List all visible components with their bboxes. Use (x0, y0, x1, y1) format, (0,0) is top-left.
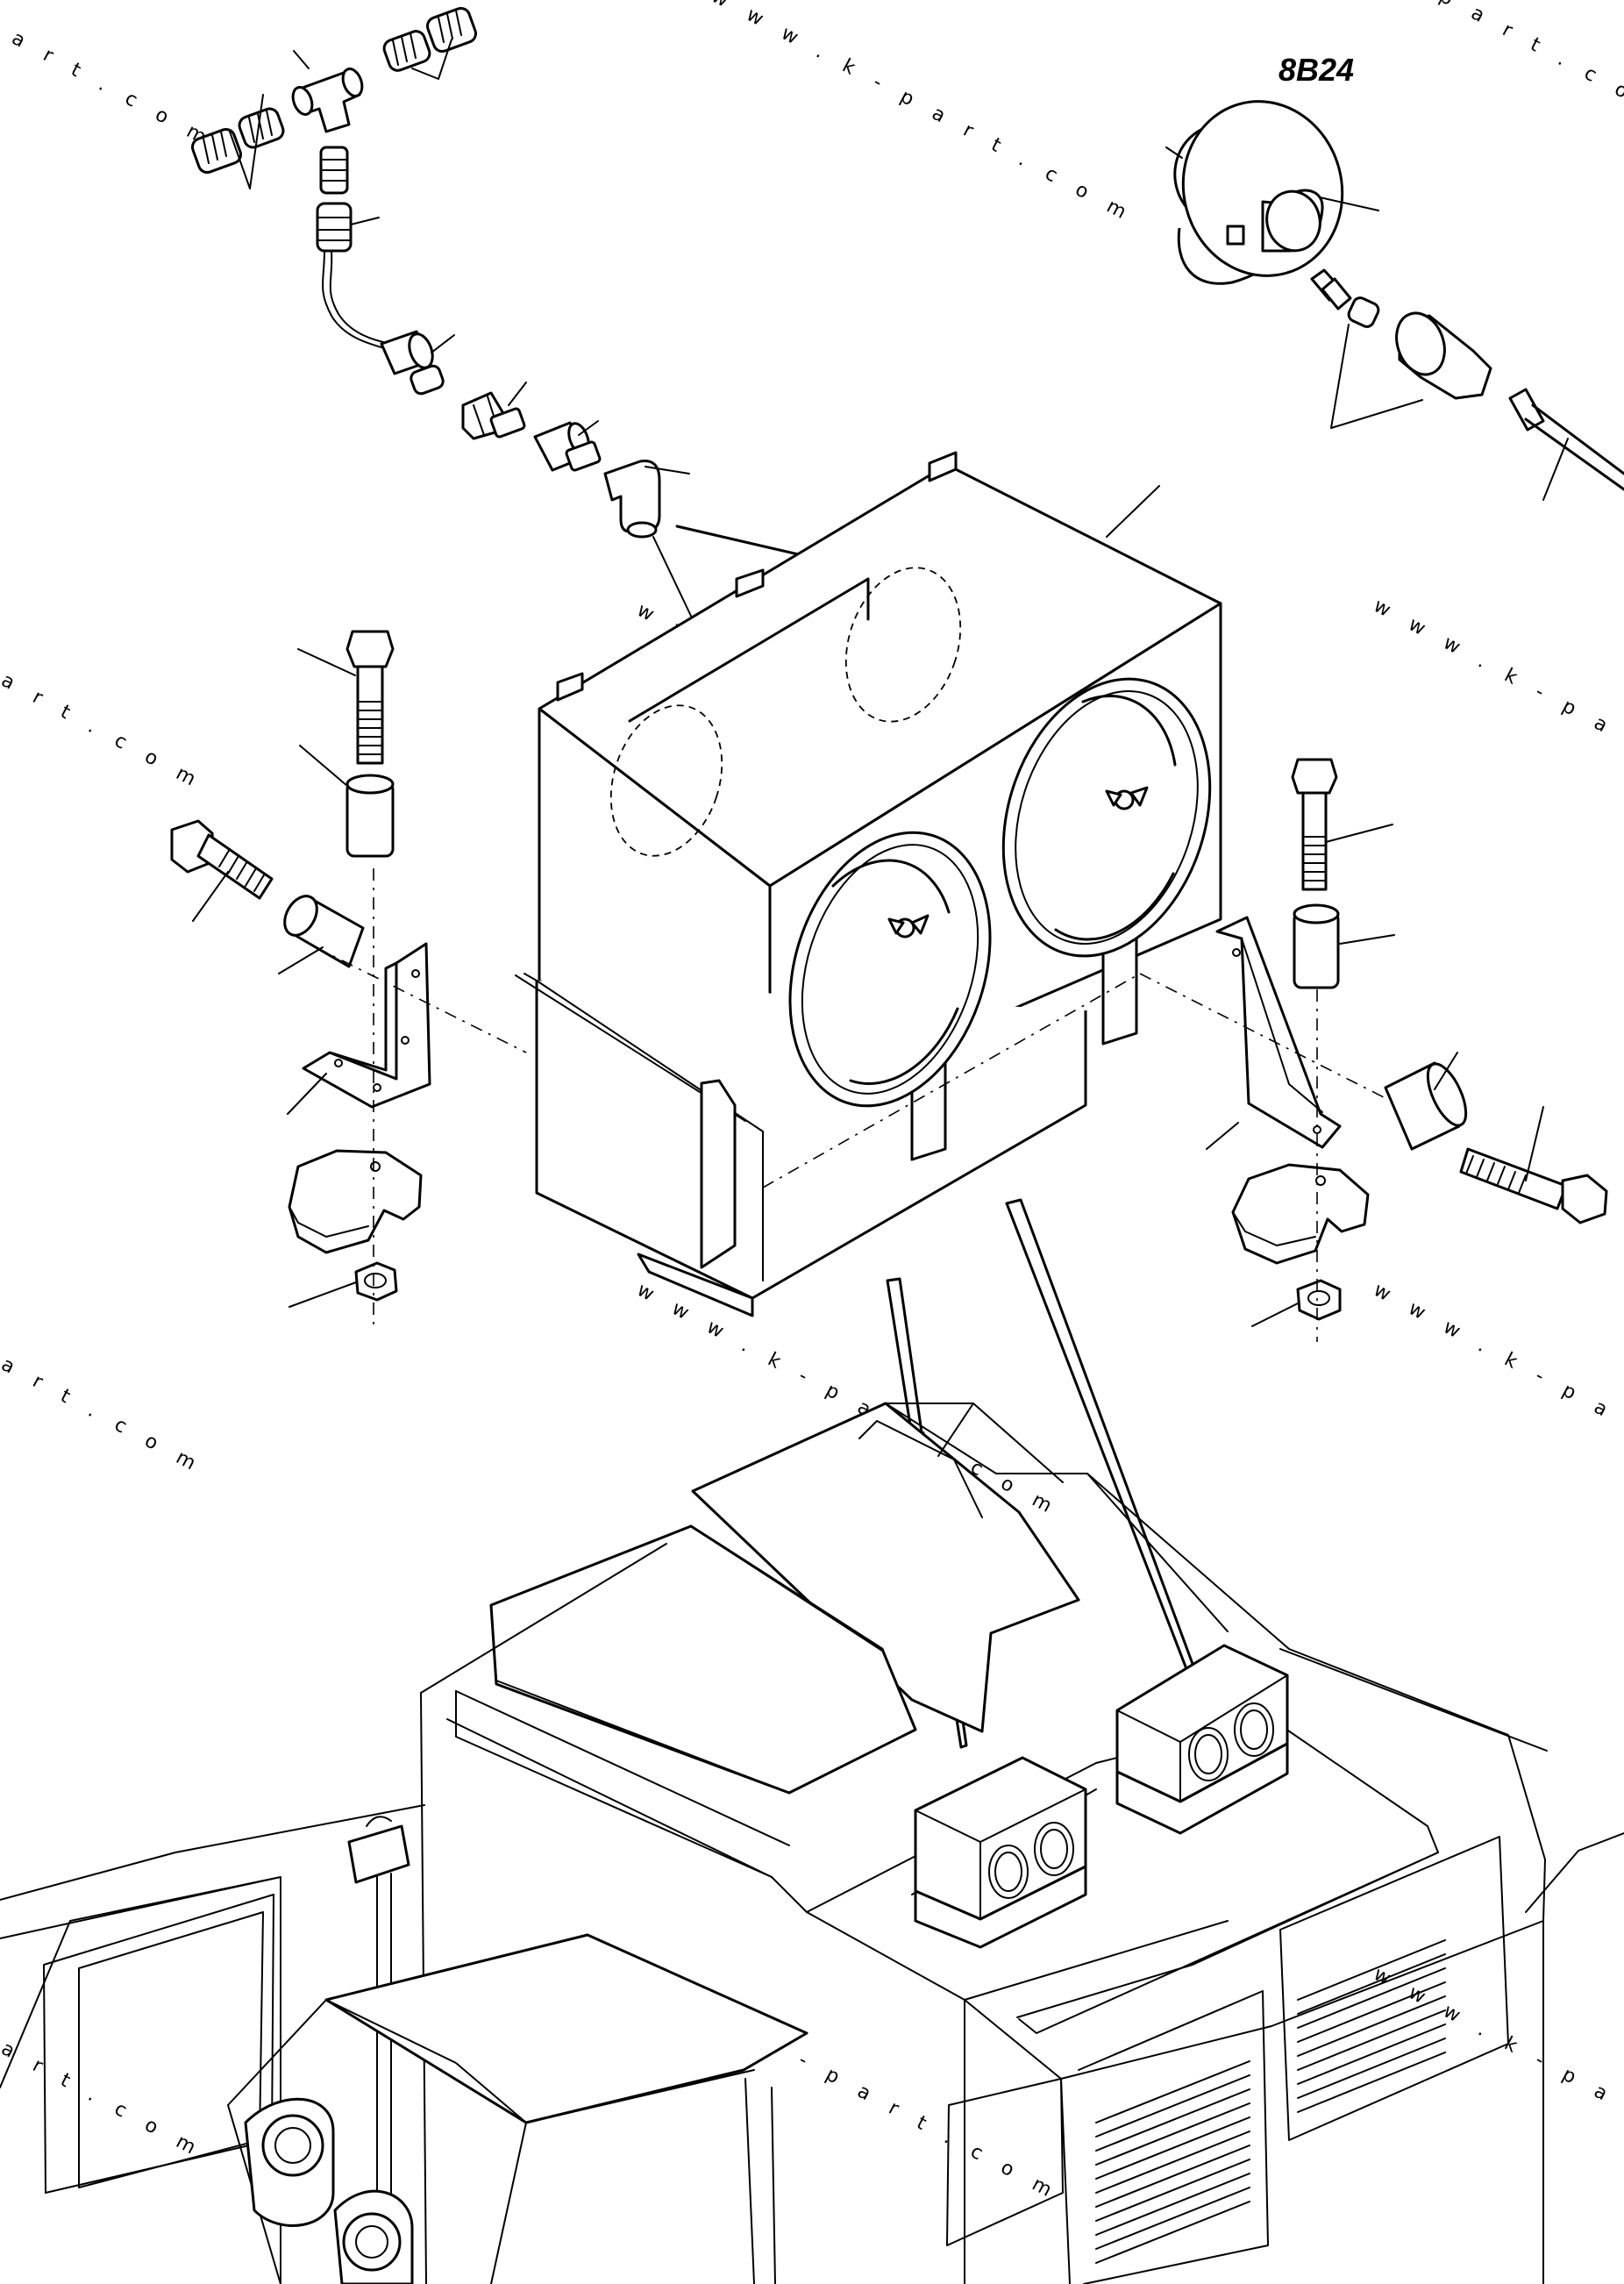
watermark: w w w . k - p a r t . c o m (1370, 1963, 1624, 2205)
bracket-icon (1206, 916, 1342, 1150)
bracket-icon (287, 942, 431, 1115)
nut-icon (288, 1261, 398, 1308)
sleeve-fitting-icon (382, 6, 478, 72)
watermark-fragment: a r t . c o m (8, 27, 217, 153)
watermark-fragment: a r t . c o m (0, 669, 207, 795)
drawing-code: 8B24 (1279, 52, 1354, 88)
watermark-fragment: a r t . c o m (0, 1353, 207, 1479)
machine-cab-icon (0, 1402, 1624, 2284)
spacer-icon (1293, 903, 1395, 989)
bolt-icon (170, 819, 274, 922)
radiator-block-icon (1115, 1644, 1289, 1835)
rubber-mount-icon (1231, 1163, 1370, 1265)
radiator-block-icon (515, 451, 1222, 1317)
spacer-icon (1384, 1052, 1468, 1151)
nut-icon (1251, 1279, 1342, 1327)
rubber-mount-icon (288, 1149, 423, 1254)
watermark-fragment: p a r t . c o m (1435, 0, 1624, 127)
bolt-icon (1291, 758, 1393, 891)
right-mount-hardware (762, 758, 1608, 1342)
radiator-block-icon (914, 1756, 1087, 1949)
watermark: w w w . k - p a r t . c o m (708, 0, 1137, 228)
spacer-icon (299, 745, 395, 858)
left-mount-hardware (170, 630, 527, 1326)
spacer-icon (278, 895, 365, 974)
hose-tee-fitting-icon (190, 6, 690, 539)
bolt-icon (297, 630, 395, 765)
watermark-fragment: a r t . c o m (0, 2038, 207, 2163)
bolt-icon (1459, 1106, 1608, 1224)
watermark: w w w . k - p a r t . c o m (1370, 595, 1624, 837)
watermark: w w w . k - p a r t . c o m (1370, 1279, 1624, 1521)
horn-icon (1165, 100, 1624, 501)
